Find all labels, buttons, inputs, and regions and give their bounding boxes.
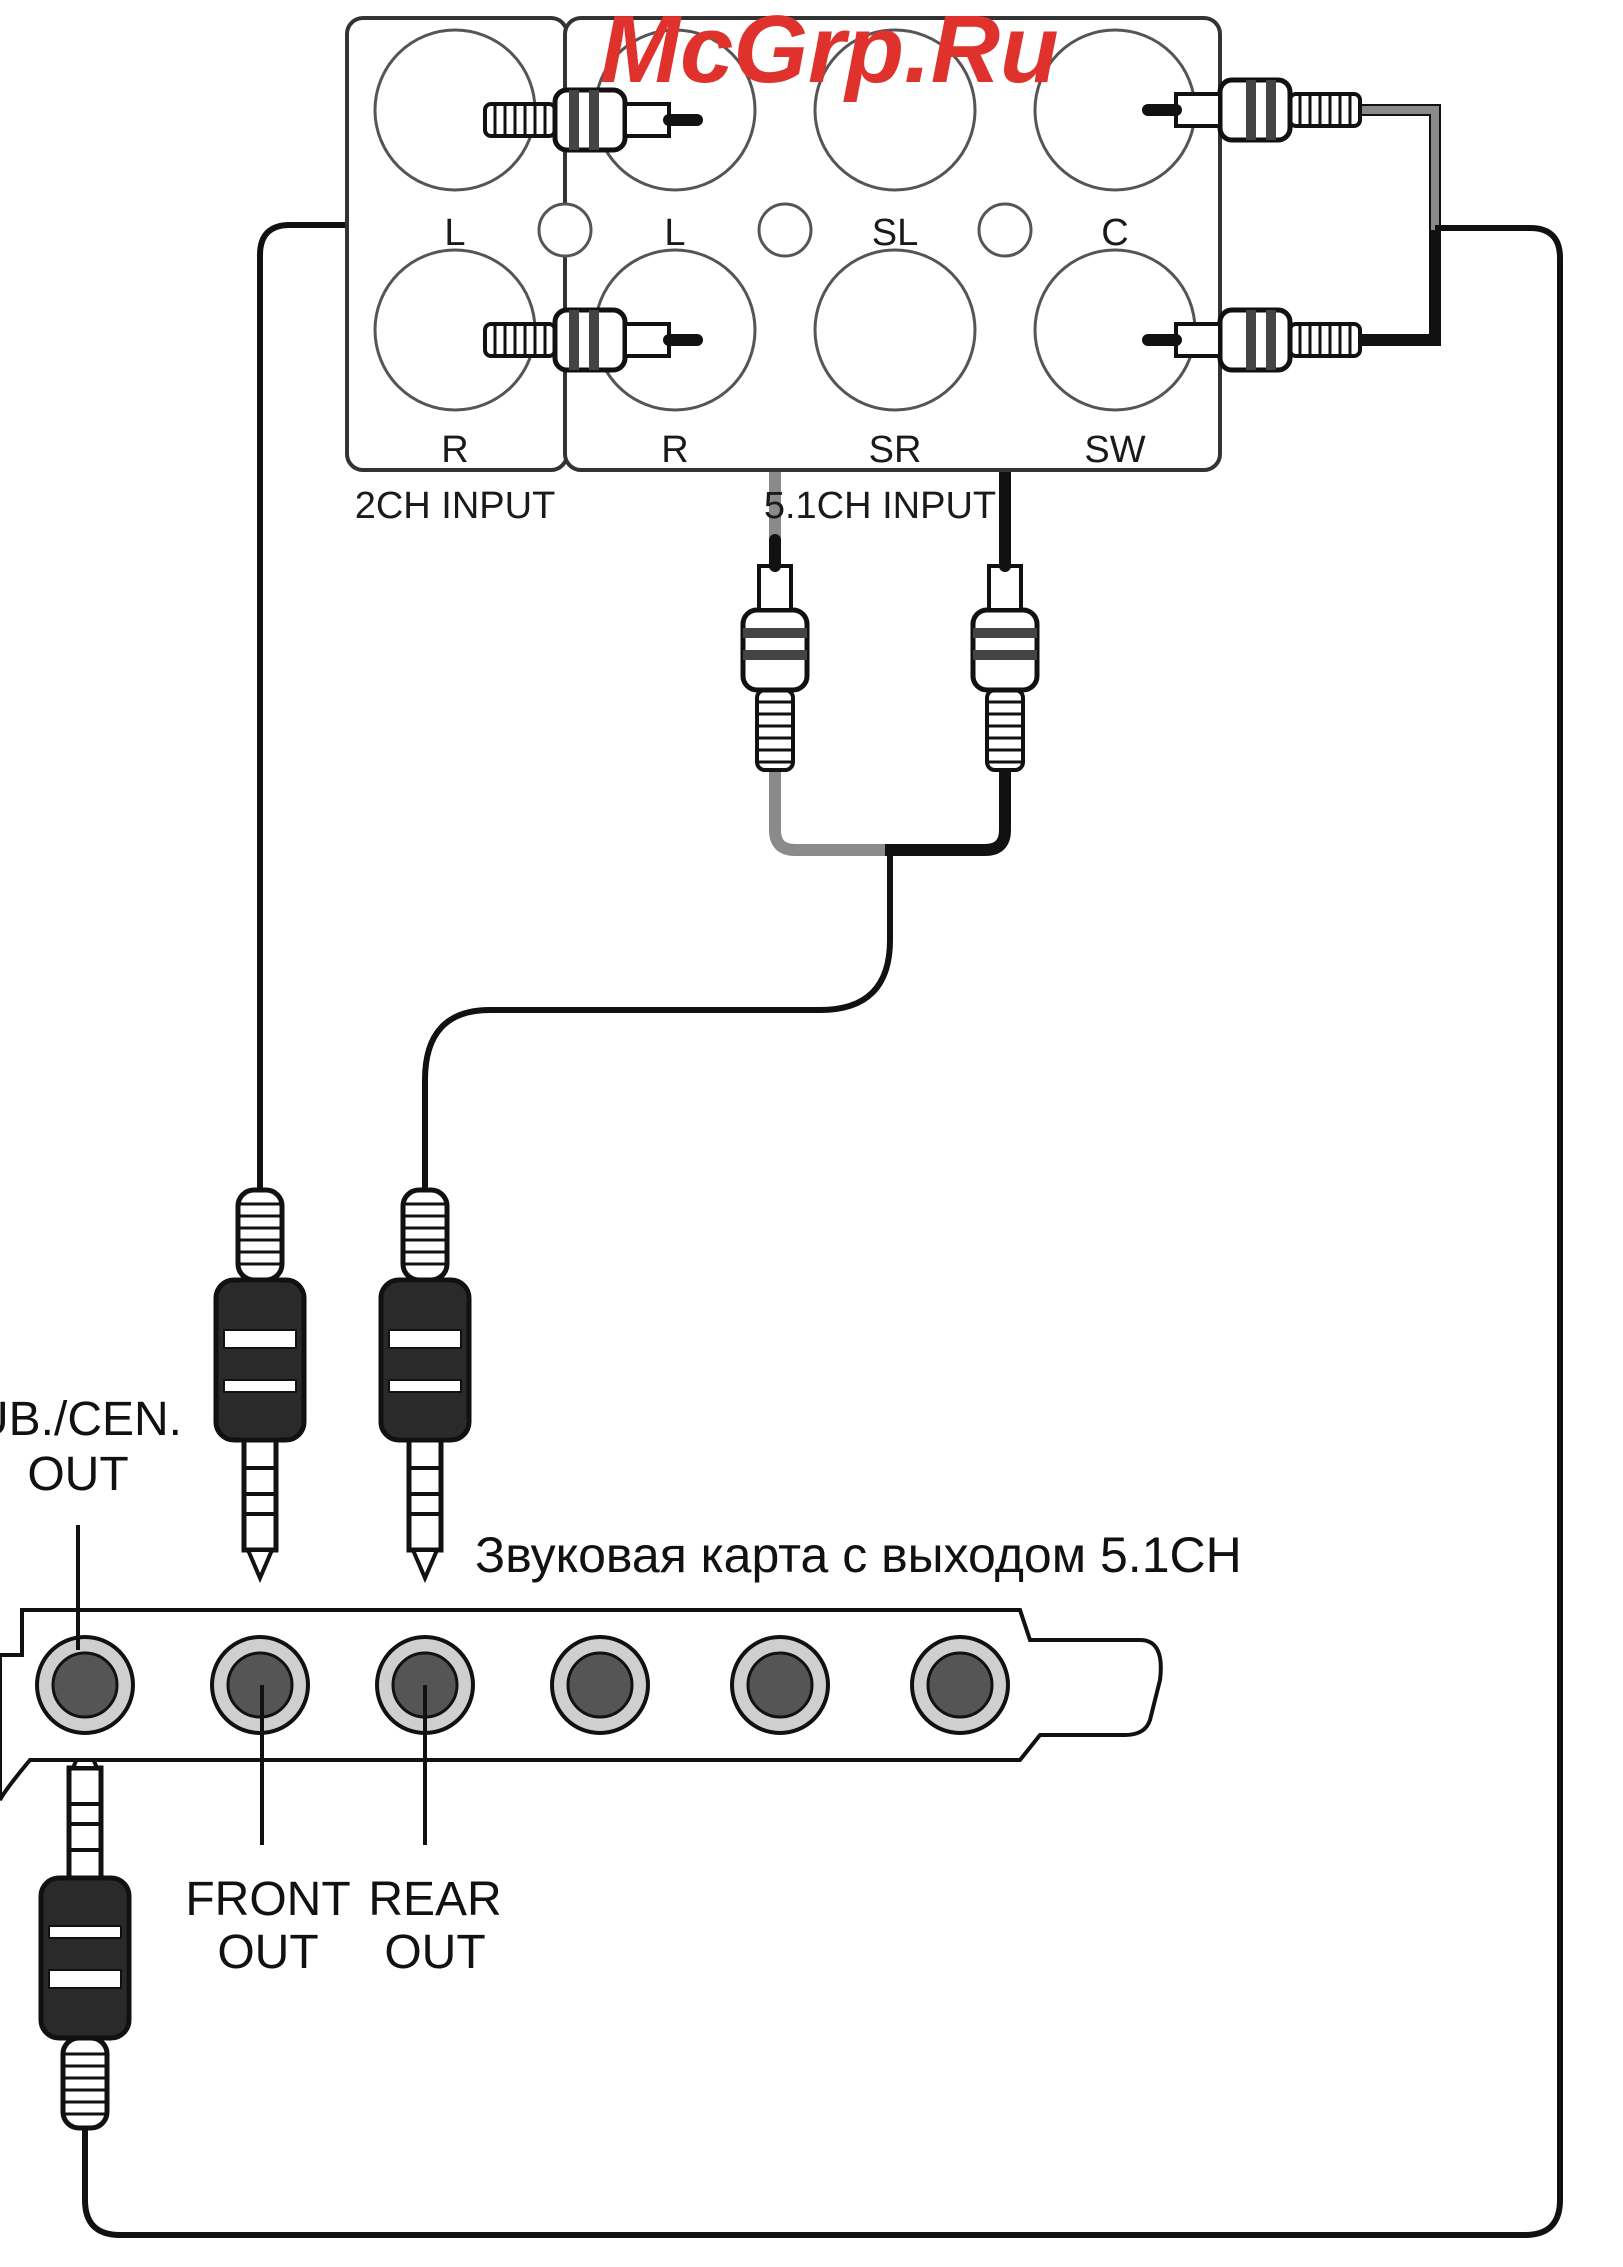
jack-51-sr[interactable]: [813, 248, 977, 412]
jack-label-51-sl: SL: [872, 212, 918, 254]
label-front-1: FRONT: [185, 1873, 350, 1926]
jack-51-sw[interactable]: [1033, 248, 1197, 412]
rca-plug-sr[interactable]: [973, 540, 1037, 770]
screw-hole: [977, 202, 1033, 258]
cable-rear: [422, 850, 893, 1190]
port-5[interactable]: [730, 1635, 830, 1735]
sound-card-bracket: UB./CEN. OUT FRONT OUT REAR OUT Звуковая…: [0, 1393, 1242, 1979]
screw-hole: [537, 202, 593, 258]
label-front-2: OUT: [217, 1926, 318, 1979]
screw-hole: [757, 202, 813, 258]
jack-label-51-c: C: [1101, 212, 1128, 254]
label-subcen-2: OUT: [27, 1448, 128, 1501]
group-label-2ch: 2CH INPUT: [355, 485, 556, 527]
port-6[interactable]: [910, 1635, 1010, 1735]
port-4[interactable]: [550, 1635, 650, 1735]
jack-label-51-l: L: [664, 212, 685, 254]
label-rear-1: REAR: [368, 1873, 501, 1926]
sound-card-caption: Звуковая карта с выходом 5.1CH: [475, 1527, 1242, 1583]
mini-plug-rear[interactable]: [381, 1190, 469, 1578]
rca-plug-sl[interactable]: [743, 540, 807, 770]
jack-label-2ch-l: L: [444, 212, 465, 254]
jack-label-2ch-r: R: [441, 429, 468, 471]
cable-subcen: [82, 225, 1563, 2238]
mini-plug-front[interactable]: [216, 1190, 304, 1578]
group-label-51ch: 5.1CH INPUT: [764, 485, 996, 527]
label-subcen-1: UB./CEN.: [0, 1393, 182, 1446]
label-rear-2: OUT: [384, 1926, 485, 1979]
mini-plug-subcen[interactable]: [41, 1740, 129, 2128]
jack-label-51-sr: SR: [869, 429, 922, 471]
cable-csw-pair: [1355, 104, 1441, 346]
port-subcen[interactable]: [35, 1635, 135, 1735]
cable-front: [257, 222, 410, 1190]
jack-label-51-r: R: [661, 429, 688, 471]
watermark: McGrp.Ru: [600, 0, 1059, 103]
jack-51-sl[interactable]: [813, 28, 977, 192]
jack-label-51-sw: SW: [1084, 429, 1145, 471]
